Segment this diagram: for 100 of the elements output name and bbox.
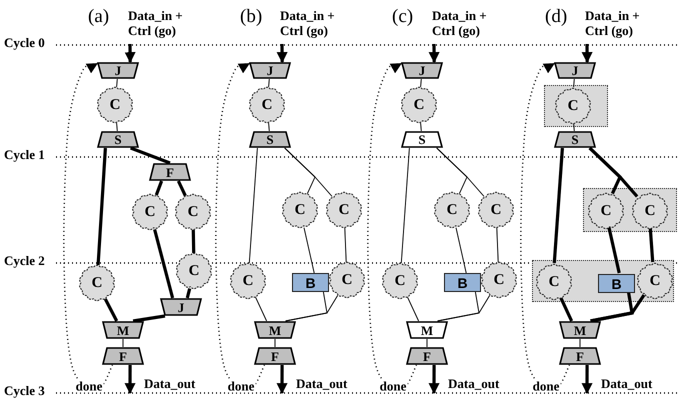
cycle-label: Cycle 2: [4, 254, 45, 268]
cloud-block: C: [176, 253, 212, 289]
connector-line: [590, 294, 646, 323]
output-label: Data_out: [583, 376, 663, 393]
cloud-block: C: [382, 263, 418, 299]
connector-line: [132, 314, 166, 323]
trapezoid-block: M: [406, 321, 448, 339]
connector-line: [607, 227, 621, 274]
arrow: [582, 44, 593, 64]
cloud-block: C: [282, 192, 318, 228]
connector-line: [456, 227, 467, 274]
connector-line: [426, 338, 428, 348]
cloud-block: C: [79, 265, 115, 301]
connector-line: [648, 228, 654, 262]
connector-line: [407, 296, 420, 322]
arrow: [124, 44, 136, 64]
edge-label: done: [74, 380, 104, 392]
panel-label: (a): [88, 7, 110, 27]
trapezoid-block: F: [559, 347, 601, 365]
panel-label: (c): [392, 7, 414, 27]
connector-line: [420, 122, 422, 132]
trapezoid-block: F: [254, 347, 296, 365]
input-label: Data_in + Ctrl (go): [280, 8, 348, 44]
cloud-block: C: [326, 192, 362, 228]
cloud-block: C: [434, 192, 470, 228]
connector-line: [268, 122, 270, 132]
cloud-block: C: [329, 262, 365, 298]
trapezoid-block: S: [97, 131, 139, 148]
cloud-block: C: [249, 87, 285, 123]
connector-line: [284, 148, 333, 197]
shaded-region: [583, 188, 677, 232]
connector-line: [154, 180, 164, 196]
cycle-label: Cycle 0: [4, 36, 45, 50]
connector-line: [176, 180, 187, 196]
shaded-region: [544, 85, 608, 127]
connector-line: [268, 78, 270, 88]
connector-line: [274, 338, 276, 348]
output-label: Data_out: [126, 376, 206, 393]
cloud-block: C: [478, 192, 514, 228]
output-label: Data_out: [430, 376, 510, 393]
arrow: [428, 365, 440, 394]
rectangle-block: B: [444, 273, 481, 292]
cloud-block: C: [536, 264, 572, 300]
cloud-block: C: [97, 87, 133, 123]
connector-line: [304, 227, 315, 274]
arrow: [124, 365, 136, 394]
connector-line: [285, 294, 338, 322]
trapezoid-block: M: [559, 321, 601, 339]
connector-line: [420, 78, 422, 88]
connector-line: [400, 148, 410, 264]
edge-label: done: [532, 380, 560, 392]
connector-line: [192, 230, 196, 254]
connector-line: [588, 146, 638, 198]
rectangle-block: B: [292, 273, 329, 292]
connector-line: [573, 78, 575, 88]
shaded-region: [532, 260, 674, 302]
trapezoid-block: S: [401, 131, 443, 148]
arrow: [428, 44, 440, 64]
trapezoid-block: F: [406, 347, 448, 365]
connector-line: [104, 298, 118, 322]
arrow: [276, 365, 288, 394]
cycle-label: Cycle 3: [4, 384, 45, 398]
connector-line: [116, 122, 118, 132]
input-label: Data_in + Ctrl (go): [128, 8, 196, 44]
cloud-block: C: [632, 193, 668, 229]
output-label: Data_out: [278, 376, 358, 393]
cloud-block: C: [588, 193, 624, 229]
cloud-block: C: [481, 262, 517, 298]
trapezoid-block: J: [401, 62, 443, 79]
panel-label: (d): [545, 7, 568, 27]
trapezoid-block: M: [102, 321, 144, 339]
connector-line: [255, 296, 268, 322]
connector-line: [344, 228, 347, 262]
input-label: Data_in + Ctrl (go): [585, 8, 653, 44]
edge-label: done: [378, 380, 408, 392]
connector-line: [96, 148, 107, 266]
rectangle-block: B: [598, 274, 635, 293]
trapezoid-block: S: [249, 131, 291, 148]
connector-line: [130, 146, 171, 164]
trapezoid-block: J: [160, 298, 202, 316]
connector-line: [437, 294, 490, 322]
trapezoid-block: J: [249, 62, 291, 79]
connector-line: [496, 228, 499, 262]
panel-label: (b): [240, 7, 262, 27]
arrow: [582, 365, 593, 394]
connector-line: [186, 288, 192, 298]
edge-label: done: [226, 380, 256, 392]
connector-line: [552, 148, 564, 264]
trapezoid-block: J: [97, 62, 139, 79]
trapezoid-block: J: [554, 62, 596, 79]
arrow: [276, 44, 288, 64]
trapezoid-block: M: [254, 321, 296, 339]
cloud-block: C: [230, 263, 266, 299]
cloud-block: C: [401, 87, 437, 123]
cloud-block: C: [555, 88, 591, 124]
connector-line: [248, 148, 258, 264]
trapezoid-block: F: [149, 163, 191, 181]
input-label: Data_in + Ctrl (go): [432, 8, 500, 44]
connector-line: [122, 338, 124, 348]
cloud-block: C: [132, 194, 168, 230]
